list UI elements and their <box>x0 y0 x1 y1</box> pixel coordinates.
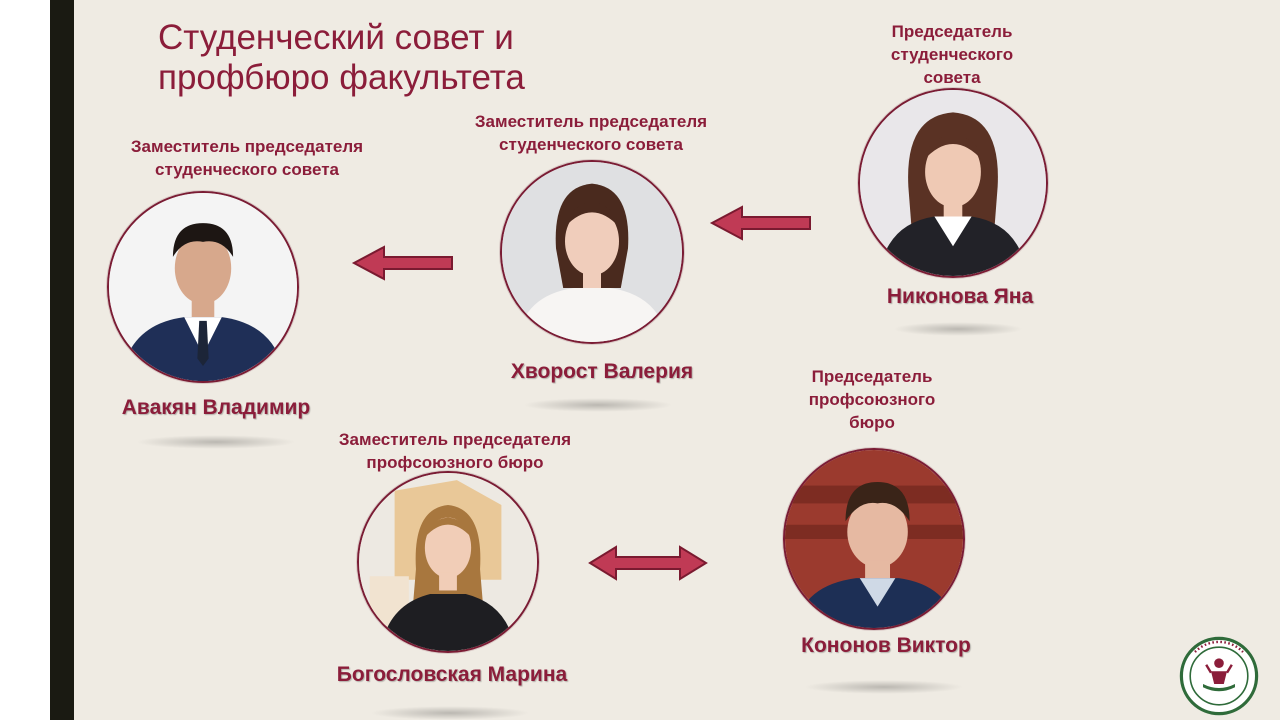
photo-khvorost <box>500 160 684 344</box>
role-line: Заместитель председателя <box>338 430 572 449</box>
man-portrait-icon <box>109 193 297 381</box>
role-line: профсоюзного бюро <box>366 453 544 472</box>
photo-avakyan <box>107 191 299 383</box>
woman-portrait-icon <box>502 162 682 342</box>
arrow-left-icon <box>709 205 811 241</box>
name-shadow <box>370 706 530 720</box>
name-nikonova: Никонова Яна <box>886 285 1034 308</box>
role-avakyan: Заместитель председателя студенческого с… <box>131 135 363 181</box>
left-margin <box>0 0 50 720</box>
name-bogoslovskaya: Богословская Марина <box>336 663 568 686</box>
title-line-2: профбюро факультета <box>158 58 525 97</box>
role-line: Председатель <box>891 22 1013 41</box>
role-kononov: Председатель профсоюзного бюро <box>809 365 936 434</box>
name-khvorost: Хворост Валерия <box>510 360 694 383</box>
left-accent-bar <box>50 0 74 720</box>
photo-bogoslovskaya <box>357 471 539 653</box>
role-line: Председатель <box>811 367 933 386</box>
role-line: Заместитель председателя <box>130 137 364 156</box>
role-line: студенческого <box>890 45 1014 64</box>
title-line-1: Студенческий совет и <box>158 18 514 57</box>
name-kononov: Кононов Виктор <box>801 634 971 657</box>
name-shadow <box>804 680 964 694</box>
name-shadow <box>523 398 673 412</box>
name-shadow <box>136 435 296 449</box>
slide-title: Студенческий совет и профбюро факультета <box>158 18 525 98</box>
role-line: профсоюзного <box>808 390 936 409</box>
photo-kononov <box>783 448 965 630</box>
woman-portrait-icon <box>860 90 1046 276</box>
role-nikonova: Председатель студенческого совета <box>891 20 1013 89</box>
photo-nikonova <box>858 88 1048 278</box>
name-shadow <box>893 322 1023 336</box>
role-line: студенческого совета <box>498 135 684 154</box>
woman-portrait-icon <box>359 473 537 651</box>
faculty-student-council-logo <box>1179 636 1259 716</box>
role-line: бюро <box>849 413 895 432</box>
role-bogoslovskaya: Заместитель председателя профсоюзного бю… <box>339 428 571 474</box>
double-arrow-icon <box>588 545 708 581</box>
role-line: Заместитель председателя <box>474 112 708 131</box>
man-portrait-icon <box>785 450 963 628</box>
role-khvorost: Заместитель председателя студенческого с… <box>475 110 707 156</box>
role-line: совета <box>923 68 981 87</box>
arrow-left-icon <box>351 245 453 281</box>
name-avakyan: Авакян Владимир <box>121 396 311 419</box>
role-line: студенческого совета <box>154 160 340 179</box>
